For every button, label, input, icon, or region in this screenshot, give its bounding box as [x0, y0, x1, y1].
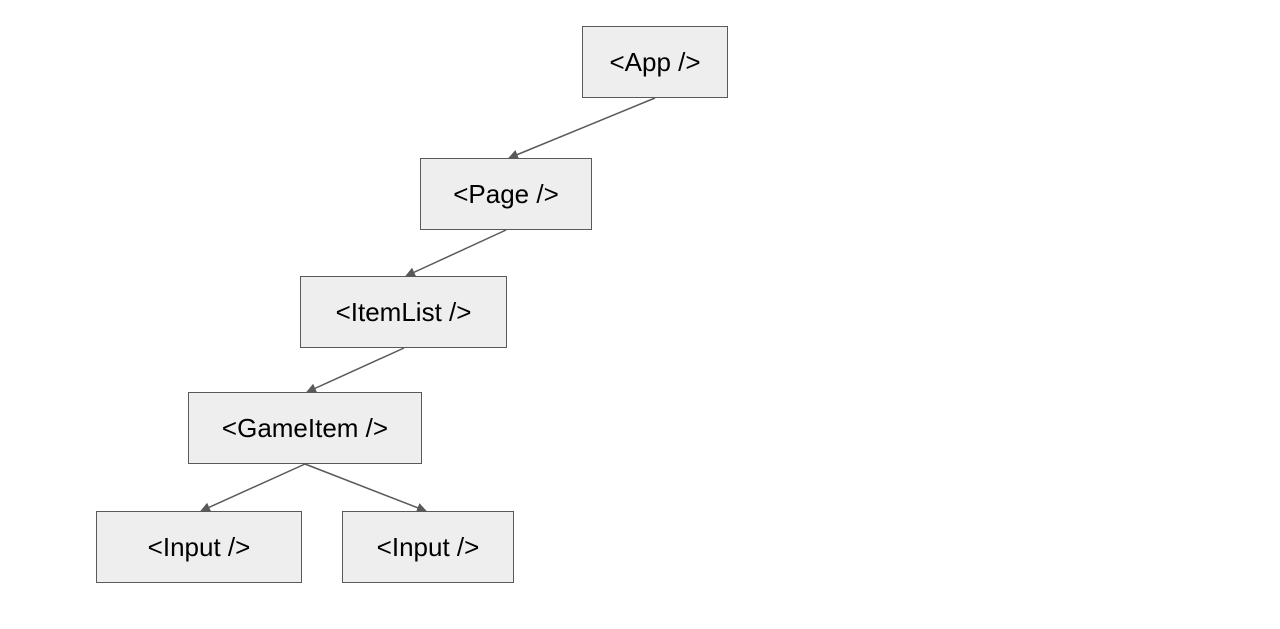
node-input-right: <Input />: [342, 511, 514, 583]
node-app-label: <App />: [609, 46, 701, 77]
edge-app-to-page: [508, 97, 656, 160]
node-input-left-label: <Input />: [147, 531, 251, 562]
node-page-label: <Page />: [453, 178, 559, 209]
edge-gameitem-to-input-2: [304, 463, 427, 513]
node-itemlist: <ItemList />: [300, 276, 507, 348]
edge-itemlist-to-gameitem: [306, 347, 405, 393]
node-app: <App />: [582, 26, 728, 98]
node-itemlist-label: <ItemList />: [335, 296, 472, 327]
node-input-left: <Input />: [96, 511, 302, 583]
edge-page-to-itemlist: [405, 229, 507, 277]
edge-gameitem-to-input-1: [200, 463, 306, 512]
node-input-right-label: <Input />: [376, 531, 480, 562]
node-gameitem-label: <GameItem />: [221, 412, 389, 443]
node-page: <Page />: [420, 158, 592, 230]
node-gameitem: <GameItem />: [188, 392, 422, 464]
